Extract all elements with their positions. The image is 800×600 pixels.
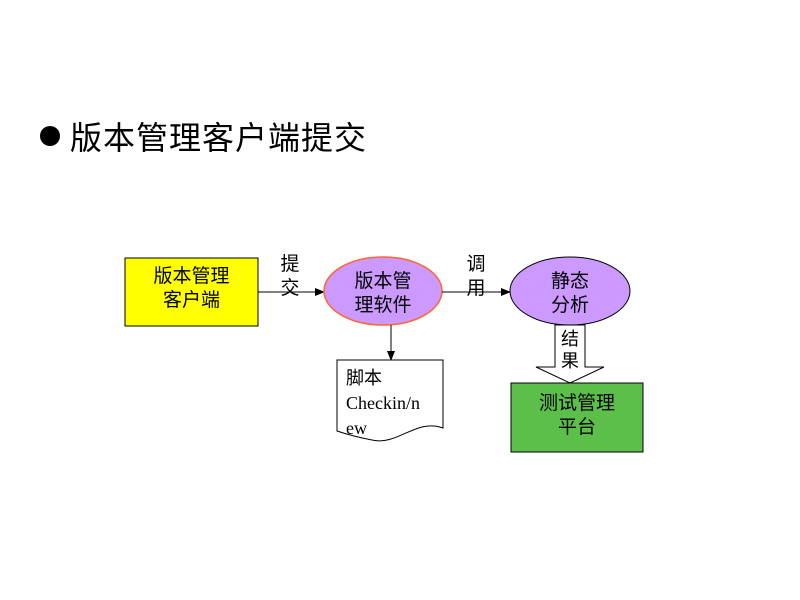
client-box-rect: [124, 257, 259, 327]
script-document: 脚本 Checkin/n ew: [336, 359, 444, 442]
call-label-line2: 用: [466, 277, 485, 299]
test-platform-box: 测试管理 平台: [510, 382, 644, 453]
client-box: 版本管理 客户端: [124, 257, 259, 327]
result-block-arrow: 结 果: [535, 324, 605, 384]
script-doc-line2: Checkin/n: [346, 393, 420, 413]
result-arrow-shape: [535, 324, 605, 384]
client-box-line1: 版本管理: [153, 265, 229, 287]
submit-label-line1: 提: [280, 253, 299, 275]
slide-title: 版本管理客户端提交: [70, 119, 368, 157]
software-ellipse: 版本管 理软件: [323, 256, 443, 326]
test-platform-rect: [510, 382, 644, 453]
bullet-icon: [40, 126, 60, 146]
static-analysis-line2: 分析: [551, 294, 589, 316]
title-row: 版本管理客户端提交: [40, 112, 367, 160]
script-document-shape: [336, 359, 444, 442]
software-ellipse-line2: 理软件: [354, 294, 411, 316]
software-ellipse-shape: [323, 256, 443, 326]
result-arrow-line1: 结: [561, 329, 579, 350]
static-analysis-ellipse: 静态 分析: [509, 256, 631, 326]
software-ellipse-line1: 版本管: [354, 270, 411, 292]
call-label-line1: 调: [466, 253, 485, 275]
script-doc-line1: 脚本: [346, 368, 382, 388]
test-platform-line1: 测试管理: [539, 392, 615, 414]
static-analysis-line1: 静态: [551, 270, 589, 292]
submit-label-line2: 交: [280, 277, 299, 299]
test-platform-line2: 平台: [558, 416, 596, 438]
script-doc-line3: ew: [346, 418, 367, 438]
client-box-line2: 客户端: [163, 289, 220, 311]
result-arrow-line2: 果: [561, 351, 579, 372]
